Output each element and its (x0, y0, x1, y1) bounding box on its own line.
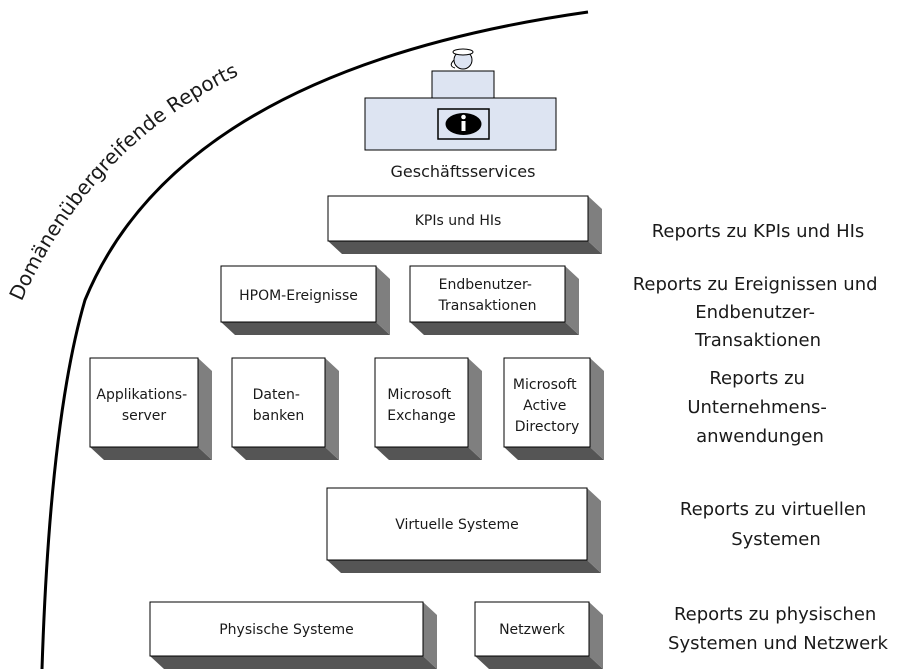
svg-text:Physische Systeme: Physische Systeme (219, 622, 354, 638)
domain-arc (40, 10, 589, 669)
svg-text:Applikations- server: Applikations- server (96, 387, 191, 424)
box-hpom: HPOM-Ereignisse (220, 265, 390, 335)
box-netzwerk: Netzwerk (474, 601, 603, 669)
svg-text:Microsoft Active D: Microsoft Active Directory (513, 377, 581, 435)
box-physisch: Physische Systeme (149, 601, 437, 669)
box-endbenutzer: Endbenutzer- Transaktionen (409, 265, 579, 335)
service-group: Geschäftsservices (364, 48, 557, 181)
info-icon (437, 108, 490, 140)
box-activedir: Microsoft Active Directory (503, 357, 604, 460)
box-virtuell: Virtuelle Systeme (326, 487, 601, 573)
side-label-kpis: Reports zu KPIs und HIs (652, 221, 865, 242)
svg-text:Netzwerk: Netzwerk (499, 622, 566, 638)
arc-label: Domänenübergreifende Reports (4, 58, 241, 304)
side-label-unternehmen: Reports zu Unternehmens- anwendungen (687, 368, 832, 447)
side-label-ereignisse: Reports zu Ereignissen und Endbenutzer- … (633, 274, 884, 351)
svg-text:Daten- banken: Daten- banken (253, 387, 305, 424)
svg-text:Virtuelle Systeme: Virtuelle Systeme (395, 517, 519, 533)
side-label-physisch: Reports zu physischen Systemen und Netzw… (668, 604, 889, 654)
side-label-virtuell: Reports zu virtuellen Systemen (680, 499, 872, 550)
box-exchange: Microsoft Exchange (374, 357, 482, 460)
box-appserver: Applikations- server (89, 357, 212, 460)
svg-text:KPIs und HIs: KPIs und HIs (415, 213, 502, 229)
svg-text:Endbenutzer- Transaktion: Endbenutzer- Transaktionen (438, 277, 537, 314)
box-datenbanken: Daten- banken (231, 357, 339, 460)
svg-text:HPOM-Ereignisse: HPOM-Ereignisse (239, 288, 358, 304)
svg-text:Microsoft Exchange: Microsoft Exchange (387, 387, 455, 424)
box-kpis: KPIs und HIs (327, 195, 602, 254)
service-label: Geschäftsservices (391, 162, 536, 181)
